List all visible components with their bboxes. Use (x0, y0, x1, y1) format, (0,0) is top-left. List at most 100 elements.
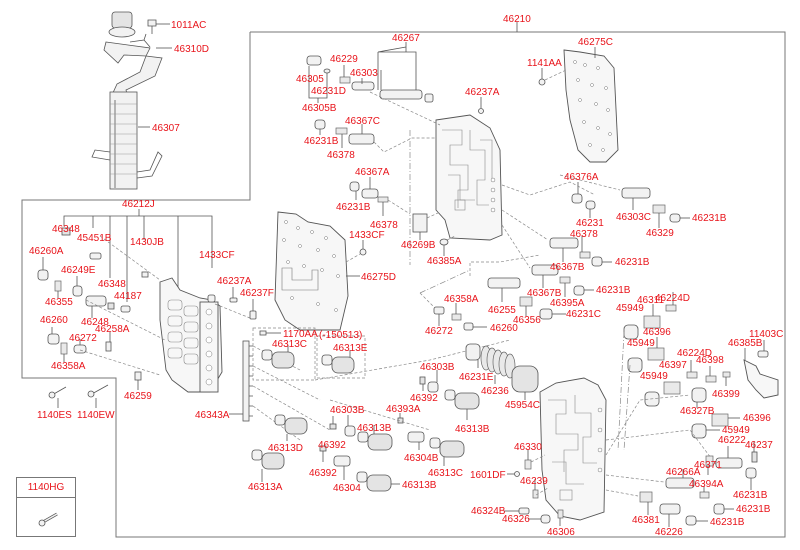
label-46231B-f[interactable]: 46231B (733, 490, 768, 501)
label-46376A[interactable]: 46376A (564, 172, 599, 183)
label-46305B[interactable]: 46305B (302, 103, 337, 114)
label-46266A[interactable]: 46266A (666, 467, 701, 478)
label-46367A[interactable]: 46367A (355, 167, 390, 178)
label-46306[interactable]: 46306 (547, 527, 575, 538)
label-46367C[interactable]: 46367C (345, 116, 380, 127)
label-46324B[interactable]: 46324B (471, 506, 506, 517)
label-1601DF[interactable]: 1601DF (470, 470, 506, 481)
label-46358A-mid[interactable]: 46358A (444, 294, 479, 305)
label-46310D[interactable]: 46310D (174, 44, 209, 55)
label-46231B-c[interactable]: 46231B (692, 213, 727, 224)
label-1140EW[interactable]: 1140EW (77, 410, 115, 421)
label-46231B-a[interactable]: 46231B (304, 136, 339, 147)
label-46303[interactable]: 46303 (350, 68, 378, 79)
label-1170AA[interactable]: 1170AA (283, 329, 318, 340)
label-46229[interactable]: 46229 (330, 54, 358, 65)
label-46343A[interactable]: 46343A (195, 410, 230, 421)
label-46258A[interactable]: 46258A (95, 324, 130, 335)
label-46378-b[interactable]: 46378 (370, 220, 398, 231)
label-46304B[interactable]: 46304B (404, 453, 439, 464)
label-45949-c[interactable]: 45949 (640, 371, 668, 382)
label-46313C-b[interactable]: 46313C (428, 468, 463, 479)
label-46392-c[interactable]: 46392 (410, 393, 438, 404)
label-46399[interactable]: 46399 (712, 389, 740, 400)
label-46392-b[interactable]: 46392 (309, 468, 337, 479)
label-46307[interactable]: 46307 (152, 123, 180, 134)
label-46239[interactable]: 46239 (520, 476, 548, 487)
label-46231B-b[interactable]: 46231B (336, 202, 371, 213)
label-46395A[interactable]: 46395A (550, 298, 585, 309)
label-46275C[interactable]: 46275C (578, 37, 613, 48)
label-1433CF-left[interactable]: 1433CF (199, 250, 235, 261)
label-46358A-left[interactable]: 46358A (51, 361, 86, 372)
label-46304[interactable]: 46304 (333, 483, 361, 494)
label-46311[interactable]: 46311 (637, 295, 665, 306)
label-1140ES[interactable]: 1140ES (37, 410, 72, 421)
label-46224D-b[interactable]: 46224D (677, 348, 712, 359)
label-46305[interactable]: 46305 (296, 74, 324, 85)
label-46231B-e[interactable]: 46231B (596, 285, 631, 296)
label-46327B[interactable]: 46327B (680, 406, 715, 417)
label-1433CF-mid[interactable]: 1433CF (349, 230, 385, 241)
label-46248[interactable]: 46248 (81, 317, 109, 328)
label-46231E[interactable]: 46231E (459, 372, 494, 383)
label-46272-mid[interactable]: 46272 (425, 326, 453, 337)
label-46236[interactable]: 46236 (481, 386, 509, 397)
label-45949-a[interactable]: 45949 (616, 303, 644, 314)
label-46259[interactable]: 46259 (124, 391, 152, 402)
label-46392-a[interactable]: 46392 (318, 440, 346, 451)
label-45451B[interactable]: 45451B (77, 233, 112, 244)
label-46348-a[interactable]: 46348 (52, 224, 80, 235)
label-46313A[interactable]: 46313A (248, 482, 283, 493)
label-46260-mid[interactable]: 46260 (490, 323, 518, 334)
label-46237A-left[interactable]: 46237A (217, 276, 252, 287)
label-46275D[interactable]: 46275D (361, 272, 396, 283)
label-46378-c[interactable]: 46378 (570, 229, 598, 240)
label-46255[interactable]: 46255 (488, 305, 516, 316)
label-46272-left[interactable]: 46272 (69, 333, 97, 344)
label-46313B-c[interactable]: 46313B (455, 424, 490, 435)
label-46231D[interactable]: 46231D (311, 86, 346, 97)
label-46396-a[interactable]: 46396 (643, 327, 671, 338)
label-46367B-a[interactable]: 46367B (550, 262, 585, 273)
label-46313B-a[interactable]: 46313B (357, 423, 392, 434)
label-46267[interactable]: 46267 (392, 33, 420, 44)
label-1011AC[interactable]: 1011AC (171, 20, 206, 31)
label-46231B-d[interactable]: 46231B (615, 257, 650, 268)
label-46237[interactable]: 46237 (745, 440, 773, 451)
label-45954C[interactable]: 45954C (505, 400, 540, 411)
label-46394A[interactable]: 46394A (689, 479, 724, 490)
label-46313E[interactable]: 46313E (333, 343, 368, 354)
label-45949-d[interactable]: 45949 (722, 425, 750, 436)
label-46224D-a[interactable]: 46224D (655, 293, 690, 304)
label-46329[interactable]: 46329 (646, 228, 674, 239)
label-46385B[interactable]: 46385B (728, 338, 763, 349)
label-46385A[interactable]: 46385A (427, 256, 462, 267)
label-46303B-a[interactable]: 46303B (330, 405, 365, 416)
label-46226[interactable]: 46226 (655, 527, 683, 538)
label-46397[interactable]: 46397 (659, 360, 687, 371)
label-46210[interactable]: 46210 (503, 14, 531, 25)
label-46313D[interactable]: 46313D (268, 443, 303, 454)
label-45949-b[interactable]: 45949 (627, 338, 655, 349)
label-46303B-b[interactable]: 46303B (420, 362, 455, 373)
label-46326[interactable]: 46326 (502, 514, 530, 525)
label-46313B-b[interactable]: 46313B (402, 480, 437, 491)
label-46367B-b[interactable]: 46367B (527, 288, 562, 299)
label-1141AA[interactable]: 1141AA (527, 58, 562, 69)
label-46303C[interactable]: 46303C (616, 212, 651, 223)
label-46237F[interactable]: 46237F (240, 288, 274, 299)
label-46396-b[interactable]: 46396 (743, 413, 771, 424)
label-46313C-a[interactable]: 46313C (272, 339, 307, 350)
label-46356[interactable]: 46356 (513, 315, 541, 326)
legend-title[interactable]: 1140HG (17, 478, 75, 498)
label-46260-left[interactable]: 46260 (40, 315, 68, 326)
label-46249E[interactable]: 46249E (61, 265, 96, 276)
label-46348-b[interactable]: 46348 (98, 279, 126, 290)
label-46355[interactable]: 46355 (45, 297, 73, 308)
label-46222[interactable]: 46222 (718, 435, 746, 446)
label-46231B-h[interactable]: 46231B (710, 517, 745, 528)
label-44187[interactable]: 44187 (114, 291, 142, 302)
label-11403C[interactable]: 11403C (749, 329, 783, 340)
label-46231[interactable]: 46231 (576, 218, 604, 229)
